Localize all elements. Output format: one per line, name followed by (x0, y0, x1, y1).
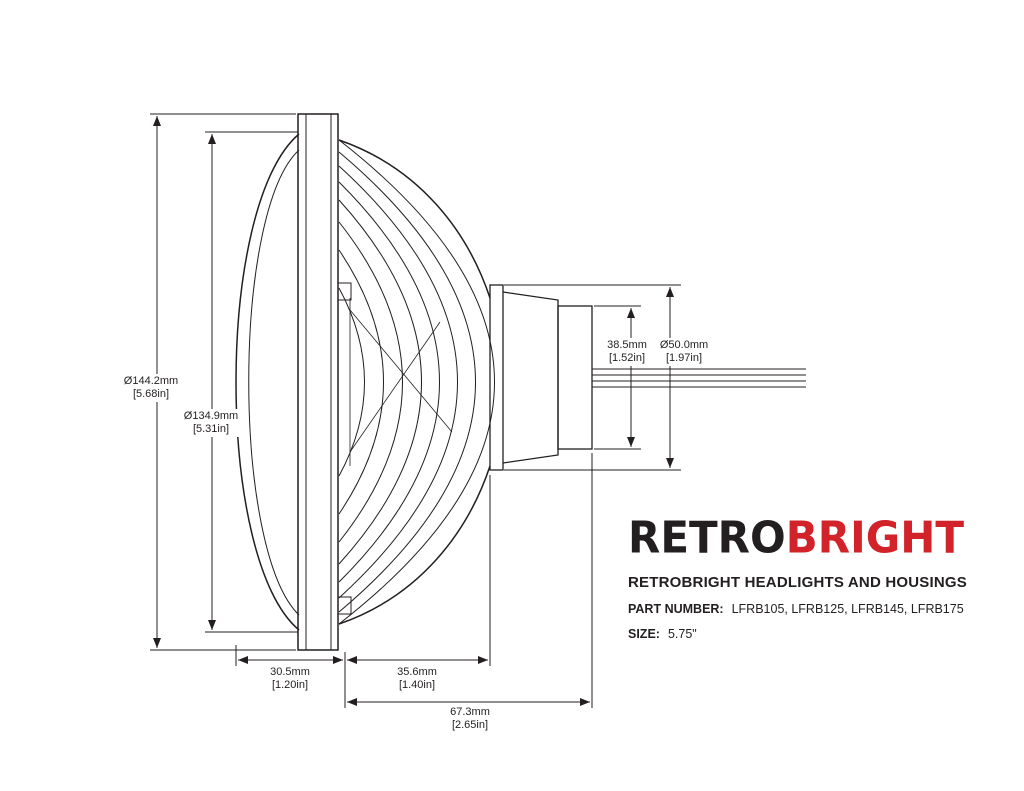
dim-label-rear-diameter: Ø50.0mm [1.97in] (656, 338, 712, 366)
size-value: 5.75" (667, 627, 697, 641)
dim-value-mm: Ø134.9mm (183, 410, 239, 422)
dim-label-body-depth: 35.6mm [1.40in] (394, 665, 440, 693)
headlight-outline (235, 113, 806, 651)
wire-harness (592, 368, 806, 388)
retainer-clip-upper (337, 282, 352, 301)
rear-connector (489, 284, 593, 471)
dim-value-in: [5.68in] (132, 388, 170, 400)
part-number-values: LFRB105, LFRB125, LFRB145, LFRB175 (731, 602, 964, 616)
dim-label-outer-diameter: Ø144.2mm [5.68in] (120, 374, 182, 402)
dim-value-in: [1.52in] (608, 352, 646, 364)
brand-block: RETROBRIGHT RETROBRIGHT HEADLIGHTS AND H… (628, 511, 988, 641)
support-strut-2 (349, 321, 441, 453)
mounting-flange (297, 113, 352, 651)
extension-lines (150, 113, 681, 708)
dim-label-lens-diameter: Ø134.9mm [5.31in] (180, 409, 242, 437)
retrobright-logo: RETROBRIGHT (628, 511, 988, 563)
support-strut-1 (349, 309, 453, 433)
dim-value-mm: 67.3mm (450, 706, 490, 718)
product-title: RETROBRIGHT HEADLIGHTS AND HOUSINGS (628, 574, 967, 591)
dim-label-plug-height: 38.5mm [1.52in] (604, 338, 650, 366)
dim-value-in: [1.20in] (271, 679, 309, 691)
size-line: SIZE: 5.75" (628, 627, 988, 641)
reflector-body (338, 139, 495, 625)
dim-value-mm: Ø144.2mm (123, 375, 179, 387)
logo-bright-text: BRIGHT (785, 511, 964, 563)
dim-value-in: [1.97in] (665, 352, 703, 364)
dim-value-mm: 38.5mm (607, 339, 647, 351)
dim-value-in: [5.31in] (192, 423, 230, 435)
dim-value-in: [1.40in] (398, 679, 436, 691)
size-label: SIZE: (628, 627, 660, 641)
retainer-clip-lower (337, 596, 352, 615)
logo-retro-text: RETRO (628, 511, 786, 563)
dim-value-mm: 30.5mm (270, 666, 310, 678)
dim-value-mm: Ø50.0mm (659, 339, 709, 351)
dim-label-total-depth: 67.3mm [2.65in] (447, 705, 493, 733)
dim-value-in: [2.65in] (451, 719, 489, 731)
lens-dome (235, 133, 300, 631)
part-number-label: PART NUMBER: (628, 602, 724, 616)
part-number-line: PART NUMBER: LFRB105, LFRB125, LFRB145, L… (628, 602, 988, 616)
dim-value-mm: 35.6mm (397, 666, 437, 678)
dim-label-lens-depth: 30.5mm [1.20in] (267, 665, 313, 693)
